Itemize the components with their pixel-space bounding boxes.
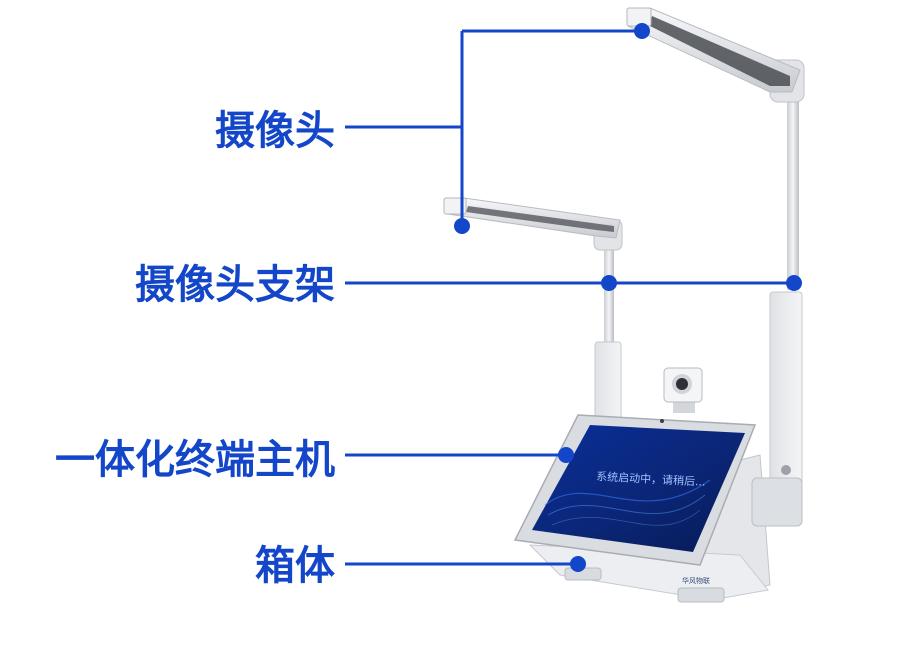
leader-lines bbox=[345, 29, 794, 566]
side-bracket bbox=[751, 477, 803, 527]
dot-camera-tall bbox=[634, 23, 650, 39]
terminal-front-camera bbox=[660, 419, 664, 423]
screen-message: 系统启动中，请稍后... bbox=[596, 469, 706, 489]
webcam-lens bbox=[676, 378, 688, 390]
short-camera-arm bbox=[443, 197, 623, 423]
label-camera-stand: 摄像头支架 bbox=[135, 262, 335, 308]
dot-stand-tall bbox=[786, 275, 802, 291]
tall-pole-upper bbox=[787, 100, 799, 290]
short-pole-upper bbox=[604, 245, 614, 345]
tall-arm-shadow bbox=[650, 16, 790, 86]
dot-camera-short bbox=[454, 218, 470, 234]
tall-camera-head bbox=[626, 7, 652, 27]
side-knob bbox=[781, 465, 791, 475]
label-terminal: 一体化终端主机 bbox=[55, 437, 335, 483]
brand-logo-text: 华风物联 bbox=[682, 576, 710, 585]
terminal-screen bbox=[532, 425, 745, 552]
cabinet-body: 华风物联 bbox=[528, 454, 803, 603]
short-pole-sleeve bbox=[594, 341, 622, 423]
screen-wave-2 bbox=[547, 494, 706, 516]
label-camera: 摄像头 bbox=[215, 108, 335, 154]
dot-stand-short bbox=[601, 275, 617, 291]
dot-terminal bbox=[558, 447, 574, 463]
dot-cabinet bbox=[570, 556, 586, 572]
tall-camera-arm bbox=[626, 7, 805, 503]
label-cabinet: 箱体 bbox=[255, 543, 335, 589]
pointer-dots bbox=[454, 23, 802, 572]
terminal-host: 系统启动中，请稍后... bbox=[513, 414, 757, 566]
short-arm-shadow bbox=[466, 206, 614, 232]
terminal-webcam bbox=[663, 367, 703, 413]
screen-wave-1 bbox=[544, 479, 711, 506]
screen-wave-3 bbox=[551, 509, 701, 526]
right-foot bbox=[677, 587, 725, 603]
